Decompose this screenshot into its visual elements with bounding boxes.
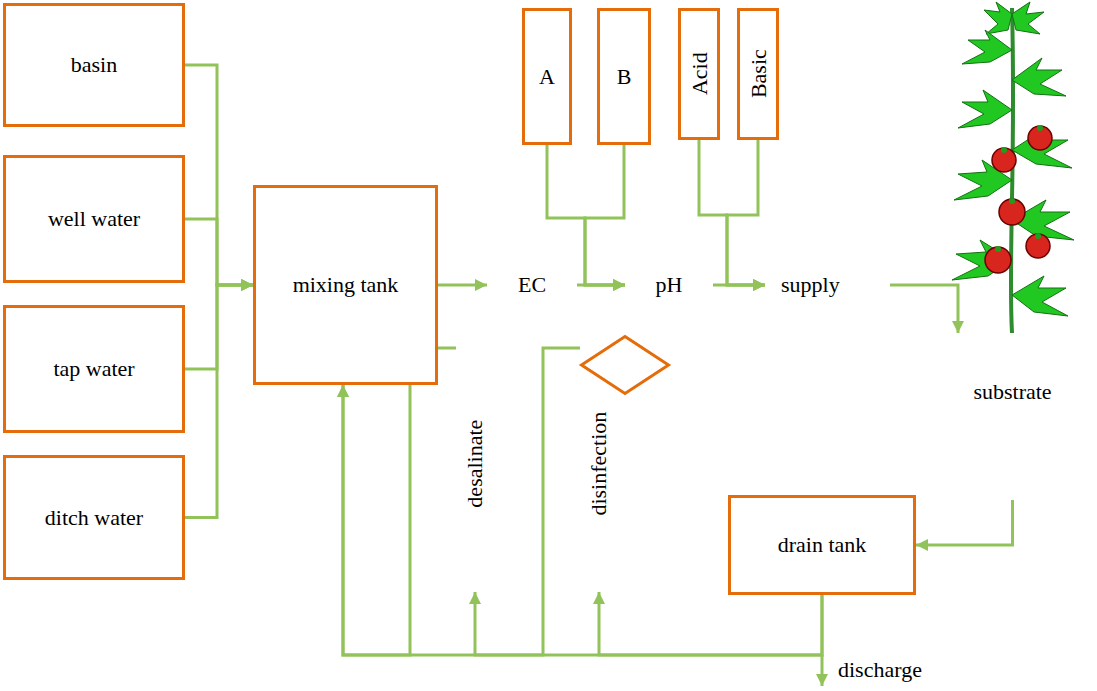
tomato — [999, 199, 1025, 225]
node-label: Basic — [745, 50, 770, 99]
text-holder: A — [525, 11, 569, 142]
flow-connector — [727, 140, 765, 285]
flow-connector — [585, 145, 625, 285]
leaf — [984, 2, 1012, 34]
text-holder: drain tank — [731, 498, 913, 592]
calyx — [1037, 125, 1043, 131]
leaf — [1012, 58, 1066, 96]
flow-connector — [185, 285, 253, 518]
node-label: well water — [48, 206, 140, 231]
text-holder: Acid — [681, 11, 717, 137]
text-holder: disinfection — [580, 335, 618, 592]
dosing-box: Acid — [678, 8, 720, 140]
text-holder: basin — [6, 6, 182, 124]
leaf — [1012, 2, 1044, 34]
text-holder: substrate — [930, 333, 1095, 500]
node-label: tap water — [53, 356, 134, 381]
stock-box: B — [597, 8, 651, 145]
sensor-diamond: pH — [625, 255, 713, 315]
tank-box: mixing tank — [253, 185, 438, 385]
text-holder: supply — [765, 218, 890, 352]
text-holder: B — [600, 11, 648, 142]
text-holder: tap water — [6, 308, 182, 430]
substrate-pot: substrate — [930, 333, 1095, 500]
flow-connector — [890, 285, 958, 333]
node-label: desalinate — [462, 420, 487, 508]
flow-connector — [547, 145, 625, 285]
text-holder: ditch water — [6, 458, 182, 577]
tomato — [1026, 234, 1050, 258]
text-holder: mixing tank — [256, 188, 435, 382]
flow-connector — [438, 284, 487, 287]
node-label: mixing tank — [293, 272, 399, 297]
flow-connector — [343, 348, 456, 655]
leaf — [952, 240, 1012, 280]
discharge-arrow — [821, 655, 824, 686]
source-box: tap water — [3, 305, 185, 433]
leaf — [958, 90, 1012, 128]
tomato — [992, 148, 1016, 172]
calyx — [995, 246, 1001, 252]
text-holder: pH — [625, 255, 713, 315]
node-label: A — [539, 64, 555, 89]
dosing-box: Basic — [737, 8, 779, 140]
plant-leaves — [952, 2, 1074, 316]
tomato-calyx — [995, 125, 1043, 252]
node-label: Acid — [686, 53, 711, 96]
flow-connector — [916, 500, 1013, 545]
node-label: B — [617, 64, 632, 89]
node-label: substrate — [973, 379, 1051, 404]
node-label: supply — [781, 272, 840, 297]
node-label: pH — [656, 272, 683, 297]
calyx — [1001, 147, 1007, 153]
tomato — [1028, 126, 1052, 150]
node-label: disinfection — [586, 412, 611, 516]
node-label: basin — [71, 52, 117, 77]
tomato — [985, 247, 1011, 273]
pump-triangle: supply — [765, 218, 890, 352]
leaf — [1012, 276, 1068, 316]
filter-cylinder: disinfection — [580, 335, 618, 592]
flow-connector — [599, 592, 822, 655]
source-box: ditch water — [3, 455, 185, 580]
text-holder: desalinate — [456, 335, 494, 592]
tank-box: drain tank — [728, 495, 916, 595]
diamond-outline — [580, 335, 670, 395]
text-holder: well water — [6, 158, 182, 280]
filter-cylinder: desalinate — [456, 335, 494, 592]
outlet-label: discharge — [836, 657, 924, 683]
stock-box: A — [522, 8, 572, 145]
node-label: EC — [518, 272, 546, 297]
flow-connector — [185, 65, 253, 285]
flow-connector — [475, 348, 580, 655]
leaf — [962, 30, 1012, 64]
text-holder: Basic — [740, 11, 776, 137]
source-box: basin — [3, 3, 185, 127]
diamond-shape — [582, 337, 669, 394]
flow-connector — [699, 140, 765, 285]
calyx — [1035, 233, 1041, 239]
flow-connector — [185, 285, 253, 369]
tomatoes — [985, 126, 1052, 273]
calyx — [1009, 198, 1015, 204]
source-box: well water — [3, 155, 185, 283]
sensor-diamond: EC — [487, 255, 577, 315]
tomato-plant — [952, 2, 1074, 333]
text-holder: EC — [487, 255, 577, 315]
node-label: ditch water — [45, 505, 143, 530]
node-label: drain tank — [778, 532, 867, 557]
flow-connector — [185, 219, 253, 285]
